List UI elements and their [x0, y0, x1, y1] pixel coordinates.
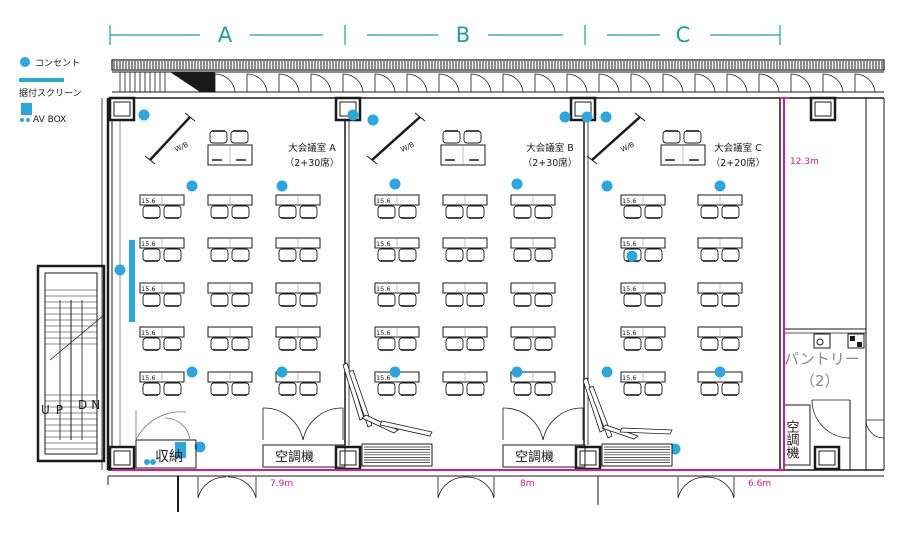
power-outlet	[626, 250, 638, 262]
room-name: 大会議室 A	[288, 142, 336, 154]
whiteboard	[371, 116, 421, 161]
desk-dimension-label: 15.6	[141, 240, 155, 248]
desk-dimension-label: 15.6	[622, 374, 636, 382]
outlets	[114, 109, 726, 455]
pantry-name: パントリー	[784, 350, 860, 368]
section-header: A B C	[109, 23, 781, 47]
room-a-width-dimension: 7.9m	[270, 479, 293, 489]
power-outlet	[601, 180, 613, 192]
desk-dimension-label: 15.6	[622, 329, 636, 337]
desk-dimension-label: 15.6	[141, 197, 155, 205]
section-label-a: A	[218, 23, 233, 47]
room-name: 大会議室 B	[526, 142, 574, 154]
legend: コンセント 据付スクリーン AV BOX	[19, 57, 82, 125]
column	[809, 96, 837, 122]
hvac-label: 空調機	[515, 450, 554, 465]
presenter-desk	[440, 130, 486, 166]
room-height-dimension: 12.3m	[790, 157, 819, 167]
avbox-legend-dot	[20, 118, 24, 122]
power-outlet	[138, 109, 150, 121]
section-label-b: B	[456, 23, 470, 47]
column	[108, 96, 136, 122]
desk-dimension-label: 15.6	[622, 197, 636, 205]
presenter-desk	[660, 130, 706, 166]
outlet-legend-label: コンセント	[35, 58, 80, 69]
power-outlet	[347, 109, 359, 121]
desk-dimension-label: 15.6	[141, 374, 155, 382]
storage-label: 収納	[155, 449, 183, 465]
desk-dimension-label: 15.6	[376, 240, 390, 248]
desk-dimension-label: 15.6	[376, 374, 390, 382]
desk-dimension-label: 15.6	[376, 285, 390, 293]
dimension-lines: 12.3m 7.9m 8m 6.6m	[112, 97, 819, 489]
room-b-width-dimension: 8m	[520, 479, 535, 489]
fixed-screen	[129, 240, 135, 322]
power-outlet	[389, 366, 401, 378]
av-box-dot	[144, 459, 150, 465]
meeting-room-b: W/B 大会議室 B （2+30席） 15.6 15.6 15.6 15.6 15.6	[366, 112, 578, 396]
desk-dimension-label: 15.6	[141, 329, 155, 337]
whiteboard-label: W/B	[399, 141, 415, 154]
bottom-fixtures: 収納 空調機 空調機	[107, 407, 735, 512]
power-outlet	[714, 180, 726, 192]
desk-dimension-label: 15.6	[622, 285, 636, 293]
whiteboard	[149, 116, 191, 161]
power-outlet	[367, 114, 379, 126]
column	[813, 445, 841, 471]
stairs-down-label: DN	[78, 398, 104, 412]
power-outlet	[186, 180, 198, 192]
staircase: UP DN	[36, 264, 106, 463]
room-capacity: （2+30席）	[523, 157, 578, 169]
power-outlet	[714, 366, 726, 378]
avbox-legend-dot	[26, 118, 30, 122]
power-outlet	[276, 180, 288, 192]
rooms: W/B 大会議室 A （2+30席） 15.6 15.6 15.6 15.6 15.6 W/B 大…	[139, 112, 766, 396]
meeting-room-a: W/B 大会議室 A （2+30席） 15.6 15.6 15.6 15.6 15.6	[139, 112, 340, 396]
power-outlet	[186, 366, 198, 378]
desk-dimension-label: 15.6	[141, 285, 155, 293]
desk-dimension-label: 15.6	[622, 240, 636, 248]
section-label-c: C	[676, 23, 691, 47]
screen-legend-label: 据付スクリーン	[19, 87, 82, 99]
power-outlet	[511, 366, 523, 378]
power-outlet	[276, 366, 288, 378]
pantry: パントリー （2） 空調機	[783, 328, 885, 470]
room-capacity: （2+20席）	[711, 157, 766, 169]
hvac-label-vertical: 空調機	[784, 420, 800, 459]
whiteboard-label: W/B	[619, 141, 635, 154]
outlet-legend-icon	[20, 57, 30, 67]
whiteboard-label: W/B	[173, 141, 189, 154]
folding-partitions	[342, 362, 673, 440]
avbox-legend-label: AV BOX	[33, 115, 66, 125]
hvac-label: 空調機	[275, 450, 314, 465]
av-box	[175, 442, 186, 458]
pantry-stove-icon	[847, 333, 865, 349]
room-c-width-dimension: 6.6m	[748, 479, 771, 489]
screen-legend-icon	[19, 78, 64, 82]
whiteboard	[591, 116, 641, 161]
power-outlet	[114, 264, 126, 276]
stairs-up-label: UP	[41, 403, 69, 417]
power-outlet	[194, 441, 206, 453]
power-outlet	[511, 178, 523, 190]
power-outlet	[581, 111, 593, 123]
pantry-sink-icon	[813, 333, 831, 349]
pantry-number: （2）	[800, 372, 840, 390]
power-outlet	[601, 366, 613, 378]
power-outlet	[600, 111, 612, 123]
av-box-dot	[150, 459, 156, 465]
presenter-desk	[207, 130, 253, 166]
meeting-room-c: W/B 大会議室 C （2+20席） 15.6 15.6 15.6 15.6 15.6	[586, 112, 766, 396]
avbox-legend-icon	[21, 103, 32, 115]
power-outlet	[559, 111, 571, 123]
room-capacity: （2+30席）	[285, 157, 340, 169]
power-outlet	[389, 178, 401, 190]
building-facade	[111, 59, 885, 99]
room-name: 大会議室 C	[714, 142, 762, 154]
desk-dimension-label: 15.6	[376, 197, 390, 205]
desk-dimension-label: 15.6	[376, 329, 390, 337]
